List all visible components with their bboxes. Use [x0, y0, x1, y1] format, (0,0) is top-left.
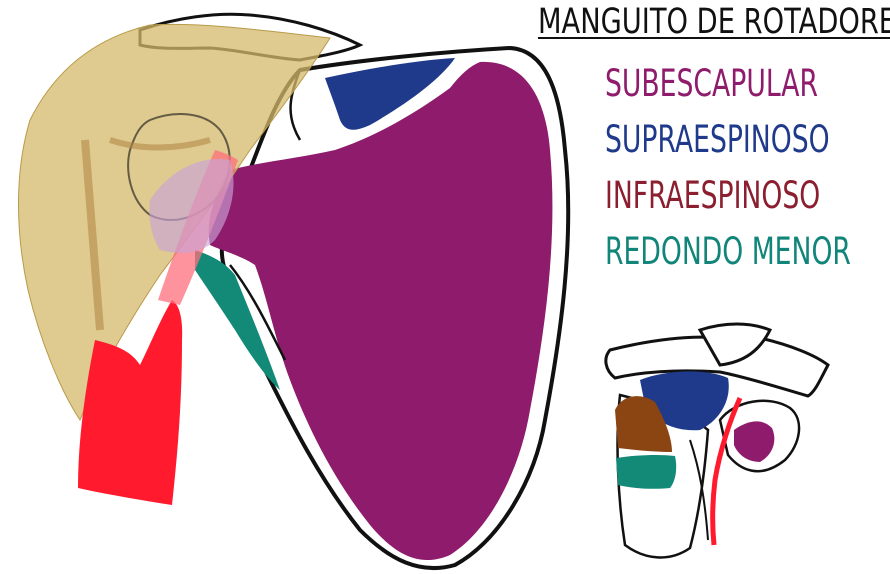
legend-teres-minor: REDONDO MENOR	[605, 224, 810, 280]
legend-subscapularis: SUBESCAPULAR	[605, 56, 810, 112]
legend-infraspinatus: INFRAESPINOSO	[605, 168, 810, 224]
inset-teres-minor	[616, 455, 676, 489]
legend-supraspinatus: SUPRAESPINOSO	[605, 112, 810, 168]
inset-diagram	[606, 324, 828, 557]
legend: SUBESCAPULAR SUPRAESPINOSO INFRAESPINOSO…	[605, 56, 890, 280]
diagram-title: MANGUITO DE ROTADORES	[538, 2, 811, 42]
